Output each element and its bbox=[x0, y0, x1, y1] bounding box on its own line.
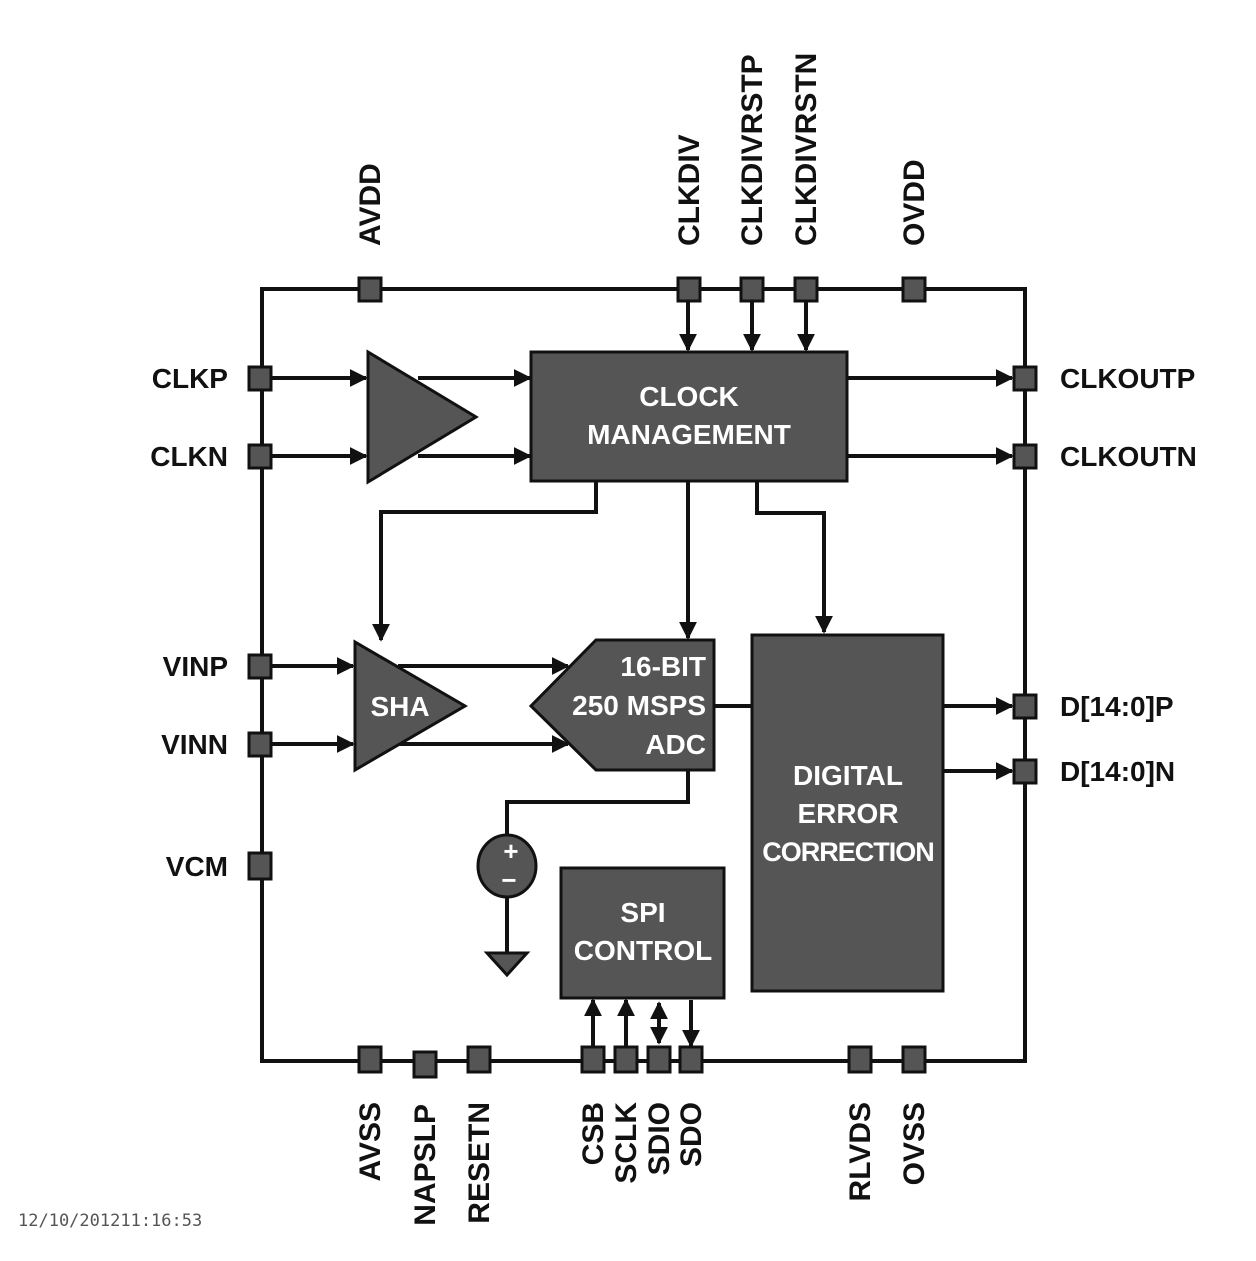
label-vinp: VINP bbox=[163, 651, 228, 682]
pin-clkn bbox=[247, 443, 273, 470]
pin-clkp bbox=[247, 365, 273, 392]
voltage-source-minus: − bbox=[501, 865, 516, 895]
pin-clkdivrstp bbox=[739, 276, 765, 303]
label-clkoutn: CLKOUTN bbox=[1060, 441, 1197, 472]
pin-resetn bbox=[466, 1045, 492, 1074]
label-avss: AVSS bbox=[354, 1102, 387, 1181]
label-d-n: D[14:0]N bbox=[1060, 756, 1175, 787]
clock-management-label-1: CLOCK bbox=[639, 381, 739, 412]
label-vcm: VCM bbox=[166, 851, 228, 882]
ground-symbol bbox=[483, 951, 531, 978]
adc-label-3: ADC bbox=[645, 729, 706, 760]
clock-management-label-2: MANAGEMENT bbox=[587, 419, 791, 450]
pin-sdio bbox=[646, 1045, 672, 1074]
label-csb: CSB bbox=[577, 1102, 610, 1165]
pin-csb bbox=[580, 1045, 606, 1074]
pin-rlvds bbox=[847, 1045, 873, 1074]
pin-d-n bbox=[1012, 758, 1038, 785]
label-sdio: SDIO bbox=[643, 1102, 676, 1175]
label-clkn: CLKN bbox=[150, 441, 228, 472]
pin-vinn bbox=[247, 731, 273, 758]
label-clkdivrstn: CLKDIVRSTN bbox=[790, 53, 823, 246]
label-ovss: OVSS bbox=[898, 1102, 931, 1185]
pin-napslp bbox=[412, 1050, 438, 1079]
label-clkdiv: CLKDIV bbox=[673, 134, 706, 246]
pin-vinp bbox=[247, 653, 273, 680]
label-avdd: AVDD bbox=[354, 163, 387, 246]
pin-clkdivrstn bbox=[793, 276, 819, 303]
label-clkp: CLKP bbox=[152, 363, 228, 394]
adc-label-2: 250 MSPS bbox=[572, 690, 706, 721]
pin-d-p bbox=[1012, 693, 1038, 720]
pin-sdo bbox=[678, 1045, 704, 1074]
label-clkdivrstp: CLKDIVRSTP bbox=[736, 54, 769, 246]
dec-label-1: DIGITAL bbox=[793, 760, 903, 791]
pins bbox=[247, 276, 1038, 1079]
clock-management-block bbox=[529, 350, 849, 483]
timestamp: 12/10/201211:16:53 bbox=[18, 1211, 202, 1231]
pin-clkoutp bbox=[1012, 365, 1038, 392]
adc-label-1: 16-BIT bbox=[620, 651, 706, 682]
voltage-source-plus: + bbox=[503, 836, 518, 866]
pin-clkoutn bbox=[1012, 443, 1038, 470]
adc-block bbox=[528, 638, 716, 772]
label-d-p: D[14:0]P bbox=[1060, 691, 1174, 722]
pin-ovss bbox=[901, 1045, 927, 1074]
spi-label-2: CONTROL bbox=[574, 935, 712, 966]
wires bbox=[272, 302, 1014, 1048]
pin-sclk bbox=[613, 1045, 639, 1074]
label-sclk: SCLK bbox=[610, 1102, 643, 1184]
digital-error-correction-block bbox=[750, 633, 945, 993]
spi-control-block bbox=[559, 866, 726, 1000]
sha-label: SHA bbox=[370, 691, 429, 722]
sha-amplifier bbox=[353, 639, 468, 773]
label-rlvds: RLVDS bbox=[844, 1102, 877, 1201]
clock-buffer bbox=[366, 349, 479, 485]
pin-clkdiv bbox=[676, 276, 702, 303]
spi-label-1: SPI bbox=[620, 897, 665, 928]
label-clkoutp: CLKOUTP bbox=[1060, 363, 1195, 394]
label-resetn: RESETN bbox=[463, 1102, 496, 1224]
pin-vcm bbox=[247, 851, 273, 881]
pin-avdd bbox=[357, 276, 383, 303]
pin-ovdd bbox=[901, 276, 927, 303]
label-napslp: NAPSLP bbox=[409, 1104, 442, 1226]
label-sdo: SDO bbox=[675, 1102, 708, 1167]
voltage-source bbox=[476, 833, 538, 899]
dec-label-2: ERROR bbox=[797, 798, 898, 829]
dec-label-3: CORRECTION bbox=[762, 837, 934, 867]
label-ovdd: OVDD bbox=[898, 159, 931, 246]
label-vinn: VINN bbox=[161, 729, 228, 760]
pin-avss bbox=[357, 1045, 383, 1074]
